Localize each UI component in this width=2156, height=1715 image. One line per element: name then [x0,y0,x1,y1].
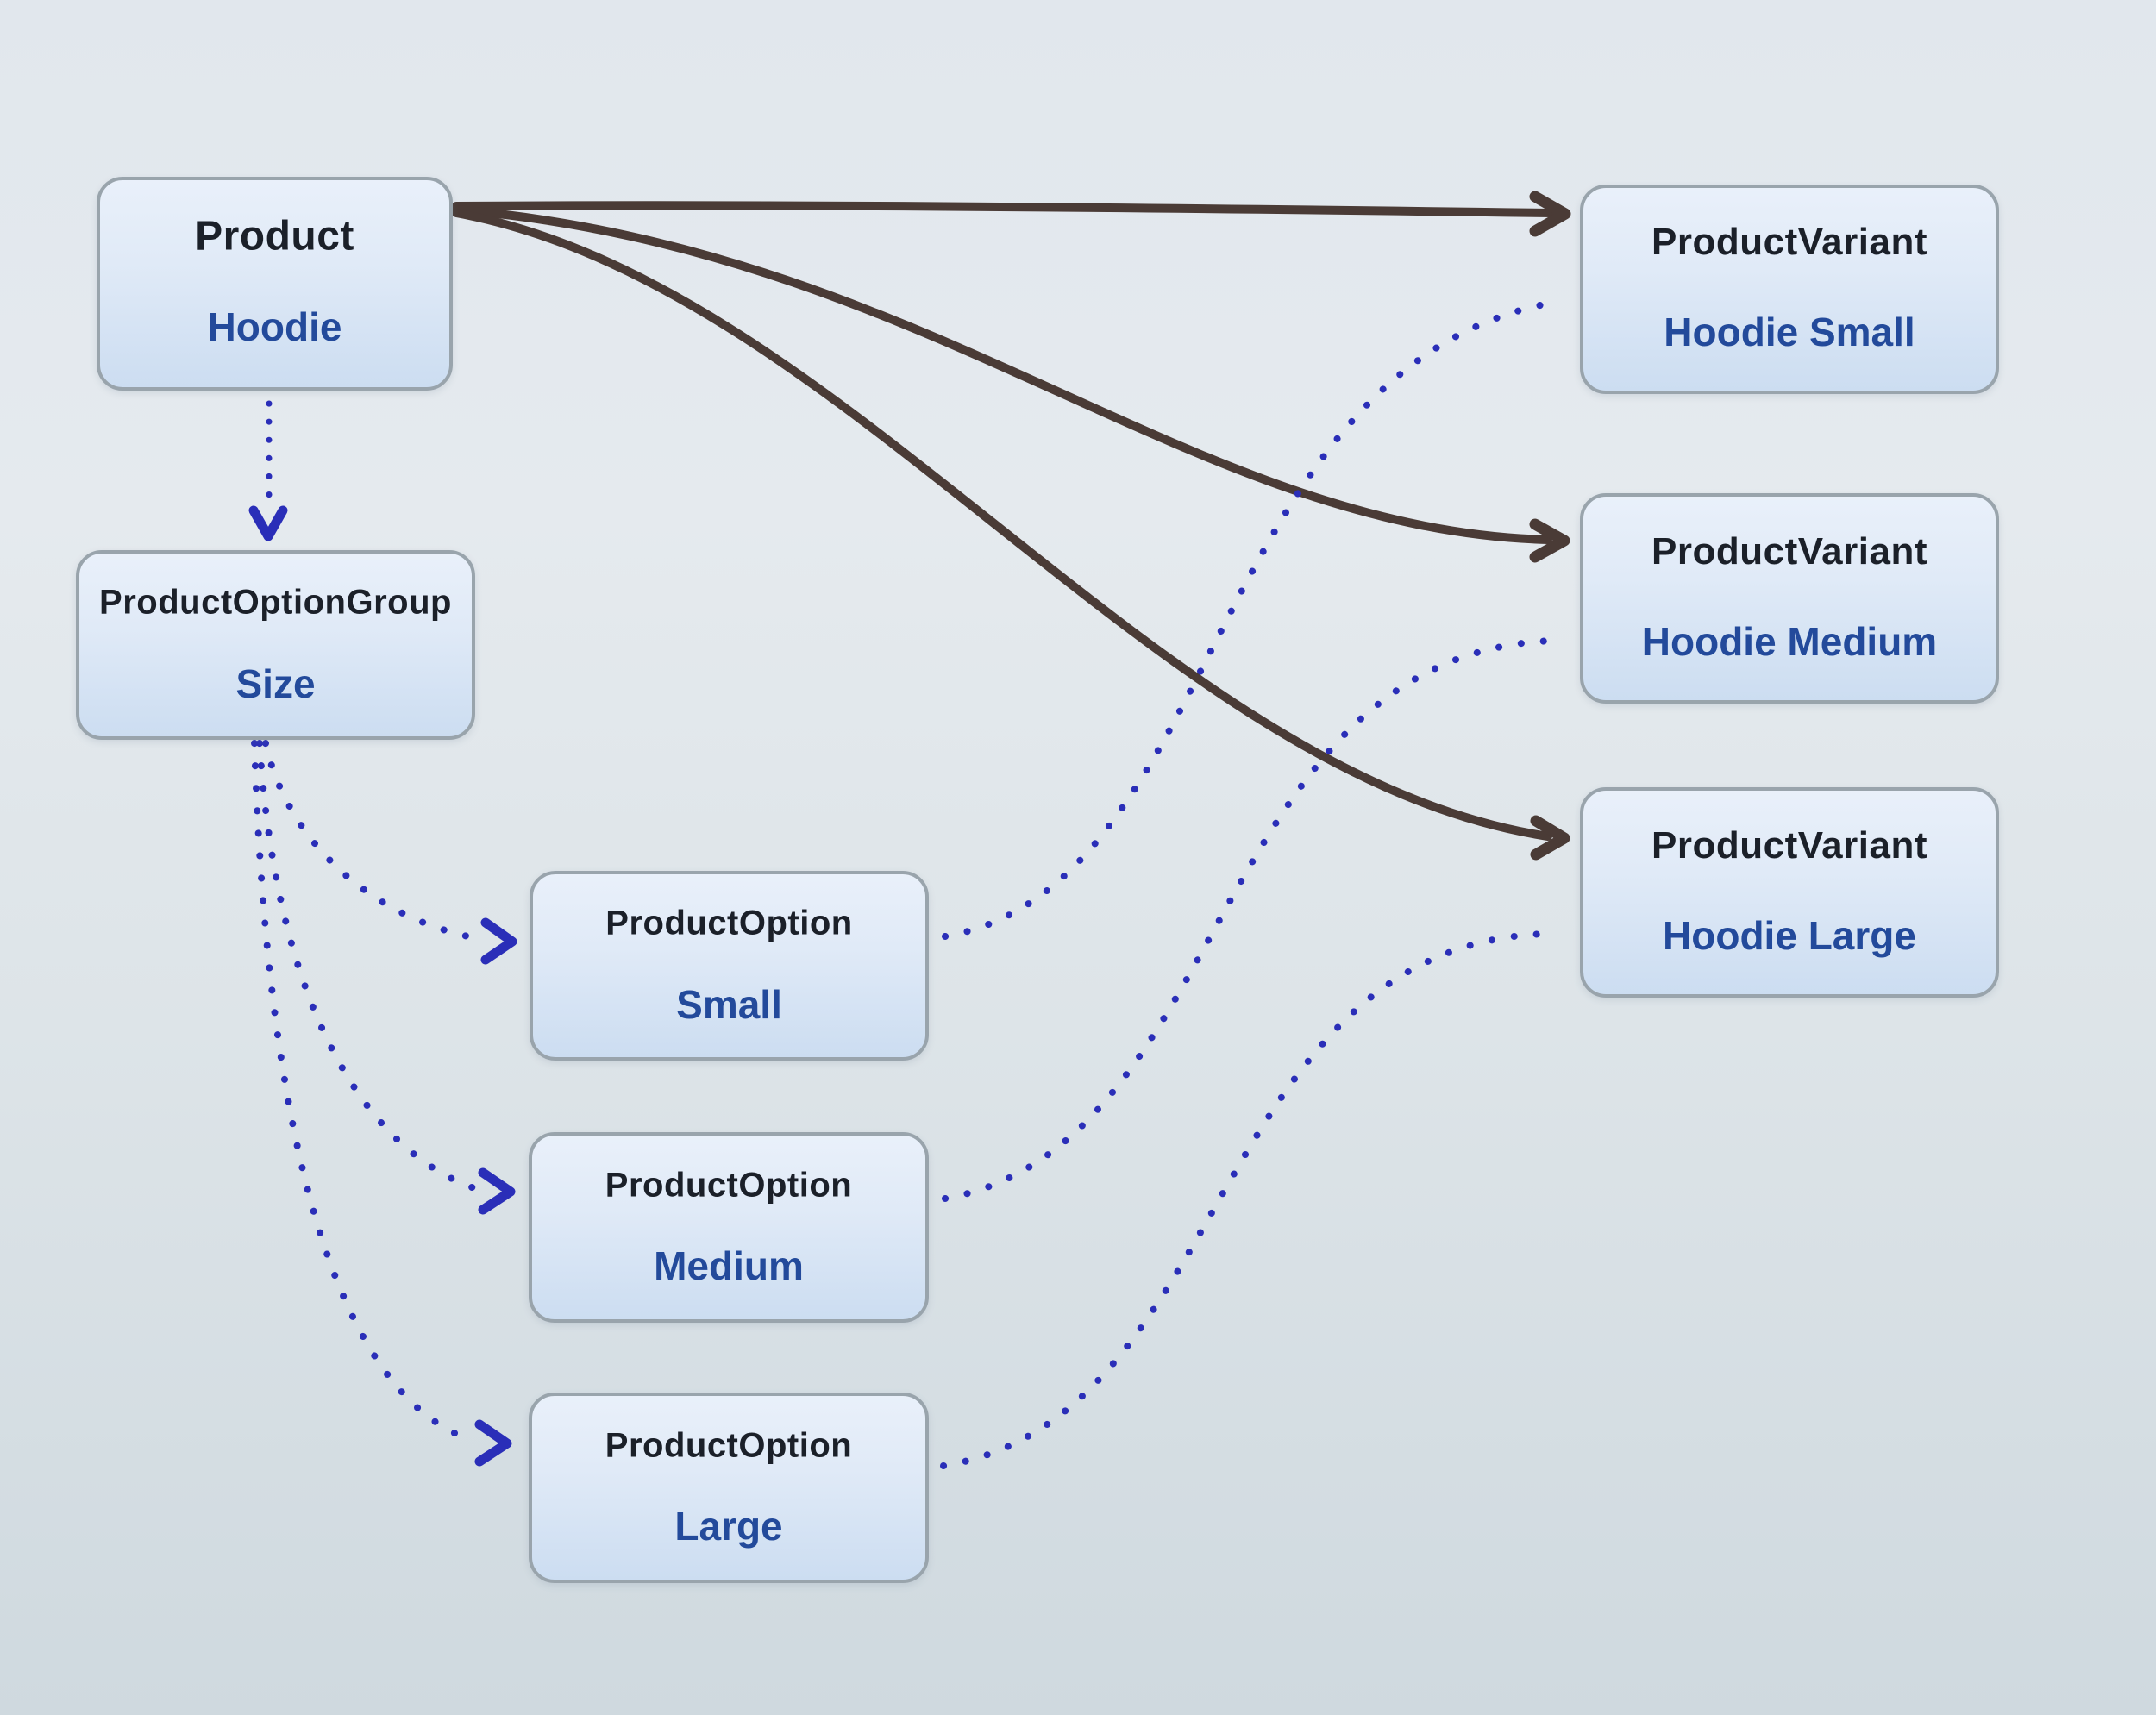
node-product-variant-medium: ProductVariant Hoodie Medium [1580,493,1999,704]
node-option-group-type: ProductOptionGroup [99,583,452,622]
edge-product-to-variant-small [452,201,1557,217]
edge-group-to-option-medium [256,740,478,1192]
edge-option-large-to-variant-large [940,930,1547,1469]
node-product-option-small: ProductOption Small [530,871,929,1061]
node-option-large-type: ProductOption [605,1426,853,1464]
edge-option-small-to-variant-small [942,298,1561,940]
node-product-option-large: ProductOption Large [529,1393,929,1583]
node-option-group-label: Size [235,660,316,706]
edge-product-to-variant-large [452,209,1552,841]
arrowhead-option-group [248,505,288,541]
node-option-small-type: ProductOption [605,904,853,942]
arrowhead-option-small [480,917,517,965]
node-option-small-label: Small [676,981,782,1027]
arrowhead-variant-small [1529,191,1571,237]
node-option-large-label: Large [674,1504,783,1549]
node-product-variant-large: ProductVariant Hoodie Large [1580,787,1999,998]
node-product-label: Hoodie [207,304,342,350]
arrowhead-option-large [474,1419,512,1467]
node-product-variant-small: ProductVariant Hoodie Small [1580,185,1999,394]
node-product-option-group: ProductOptionGroup Size [76,550,475,740]
node-variant-large-label: Hoodie Large [1663,912,1916,958]
edge-product-to-variant-medium [452,205,1552,544]
node-product-type: Product [195,213,354,260]
node-variant-small-type: ProductVariant [1651,221,1927,264]
arrowhead-option-medium [478,1167,516,1215]
node-product: Product Hoodie [97,177,453,391]
node-variant-large-type: ProductVariant [1651,823,1927,867]
arrowhead-variant-large [1530,815,1570,861]
node-product-option-medium: ProductOption Medium [529,1132,929,1323]
node-option-medium-type: ProductOption [605,1166,853,1204]
edge-option-medium-to-variant-medium [942,637,1556,1202]
node-variant-medium-label: Hoodie Medium [1641,618,1938,664]
edge-group-to-option-small [262,740,479,942]
node-variant-medium-type: ProductVariant [1651,529,1927,573]
arrowhead-variant-medium [1529,518,1570,563]
node-option-medium-label: Medium [654,1243,804,1289]
node-variant-small-label: Hoodie Small [1664,309,1915,354]
edge-group-to-option-large [251,740,474,1443]
